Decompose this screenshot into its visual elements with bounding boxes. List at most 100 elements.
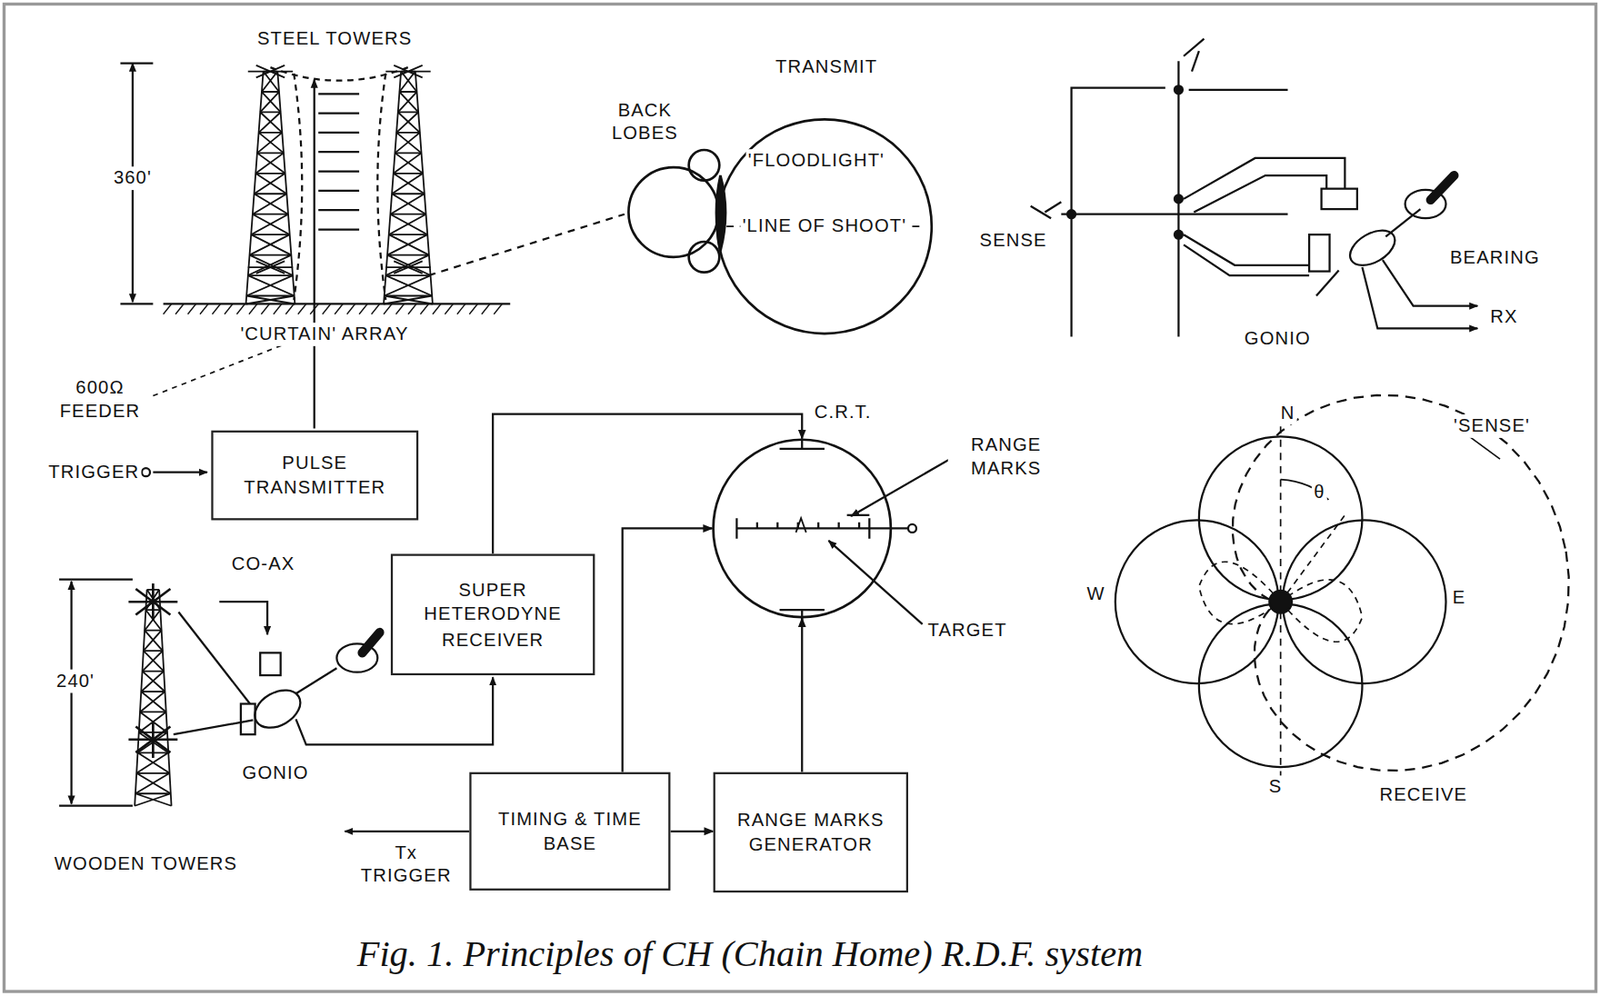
wooden-tower-site	[219, 601, 268, 635]
steel-tower	[255, 152, 285, 173]
ground-hatching	[175, 303, 184, 314]
text-label: 600Ω FEEDER	[50, 376, 150, 425]
text-label: W	[1084, 582, 1108, 607]
receive-polar-diagram	[1269, 590, 1292, 614]
wooden-tower-site	[296, 677, 494, 745]
text-label: RANGE MARKS	[948, 433, 1065, 482]
gonio-antenna-sketch	[1189, 89, 1289, 91]
text-label: BEARING	[1448, 246, 1542, 270]
terminal	[908, 524, 917, 533]
ground-hatching	[334, 303, 343, 314]
steel-tower-site	[270, 67, 409, 81]
ground-hatching	[493, 303, 502, 314]
ground-hatching	[347, 303, 356, 314]
gonio-antenna-sketch	[1361, 267, 1478, 329]
crt-internals	[850, 455, 958, 517]
gonio-antenna-sketch	[1183, 234, 1310, 266]
text-label: Tx TRIGGER	[358, 841, 455, 890]
signal-connector	[622, 528, 713, 772]
crt-internals	[757, 522, 860, 530]
signal-connector	[492, 414, 802, 555]
transmit-lobes	[717, 119, 932, 334]
wooden-tower	[135, 773, 171, 794]
text-label: STEEL TOWERS	[255, 27, 415, 51]
text-label: E	[1450, 586, 1469, 610]
node-label: RANGE MARKS GENERATOR	[725, 808, 896, 859]
steel-tower-site	[163, 302, 511, 305]
wooden-tower-site	[178, 611, 250, 704]
steel-tower	[250, 234, 292, 255]
gonio-antenna-sketch	[1309, 234, 1330, 271]
steel-tower	[259, 111, 283, 132]
ground-hatching	[273, 303, 282, 314]
steel-tower	[387, 234, 430, 255]
wooden-tower	[140, 671, 165, 692]
wooden-tower	[134, 793, 171, 806]
steel-tower	[254, 173, 288, 194]
dipole-element	[135, 589, 170, 616]
text-label: N	[1278, 400, 1297, 425]
process-box: RANGE MARKS GENERATOR	[713, 772, 909, 893]
node-label: SUPER HETERODYNE RECEIVER	[402, 577, 583, 652]
steel-tower	[246, 275, 295, 296]
gonio-antenna-sketch	[1430, 175, 1455, 200]
tower-crossarm	[248, 65, 293, 78]
steel-tower	[398, 91, 419, 112]
crt-circle: C.R.T.	[711, 439, 892, 620]
ground-hatching	[249, 303, 258, 314]
node-heading: C.R.T.	[814, 400, 872, 425]
steel-tower	[393, 152, 423, 173]
steel-tower-site	[152, 471, 207, 474]
ground-hatching	[371, 303, 380, 314]
ground-hatching	[457, 303, 466, 314]
ground-hatching	[188, 303, 197, 314]
gonio-antenna-sketch	[1183, 39, 1204, 72]
ground-hatching	[310, 303, 319, 314]
figure-frame	[3, 3, 1596, 992]
tower-crossarm	[248, 260, 293, 273]
steel-tower-site	[293, 73, 386, 300]
figure-frame	[3, 3, 1596, 992]
wooden-tower	[140, 691, 167, 712]
ground-hatching	[224, 303, 233, 314]
steel-tower	[383, 296, 433, 305]
gonio-antenna-sketch	[1030, 39, 1479, 338]
receive-polar-diagram	[1199, 561, 1363, 642]
text-label: RECEIVE	[1377, 783, 1470, 808]
ground-hatching	[359, 303, 368, 314]
ground-hatching	[200, 303, 209, 314]
steel-tower	[396, 111, 420, 132]
steel-tower	[246, 71, 296, 305]
ground-hatching	[236, 303, 245, 314]
wooden-tower-site	[296, 668, 338, 694]
ground-hatching	[211, 303, 220, 314]
steel-tower	[248, 255, 293, 276]
steel-tower-site	[428, 214, 625, 276]
receive-polar-diagram	[1232, 395, 1570, 771]
text-label: TRIGGER	[46, 460, 141, 485]
ground-hatching	[163, 303, 503, 314]
crt-internals	[736, 518, 870, 539]
wooden-tower-site	[260, 652, 280, 676]
process-box: PULSE TRANSMITTER	[210, 430, 419, 521]
crt-internals	[736, 440, 957, 625]
gonio-antenna-sketch	[1193, 175, 1327, 212]
crt-outline	[711, 439, 892, 620]
text-label: S	[1267, 775, 1285, 800]
ground-hatching	[432, 303, 441, 314]
steel-tower	[260, 91, 280, 112]
steel-tower	[383, 71, 433, 305]
crt-internals	[796, 518, 807, 533]
node-label: TIMING & TIME BASE	[481, 807, 659, 858]
ground-hatching	[298, 303, 307, 314]
gonio-antenna-sketch	[1321, 189, 1358, 210]
figure-caption: Fig. 1. Principles of CH (Chain Home) R.…	[352, 932, 1148, 976]
wooden-tower-site	[248, 682, 308, 736]
text-label: GONIO	[1242, 327, 1313, 351]
text-label: 'CURTAIN' ARRAY	[238, 322, 411, 347]
transmit-lobes	[689, 241, 720, 273]
dipole-element	[135, 726, 170, 753]
wooden-tower-site	[361, 632, 380, 653]
steel-tower-site	[318, 93, 360, 230]
steel-tower	[389, 214, 428, 235]
